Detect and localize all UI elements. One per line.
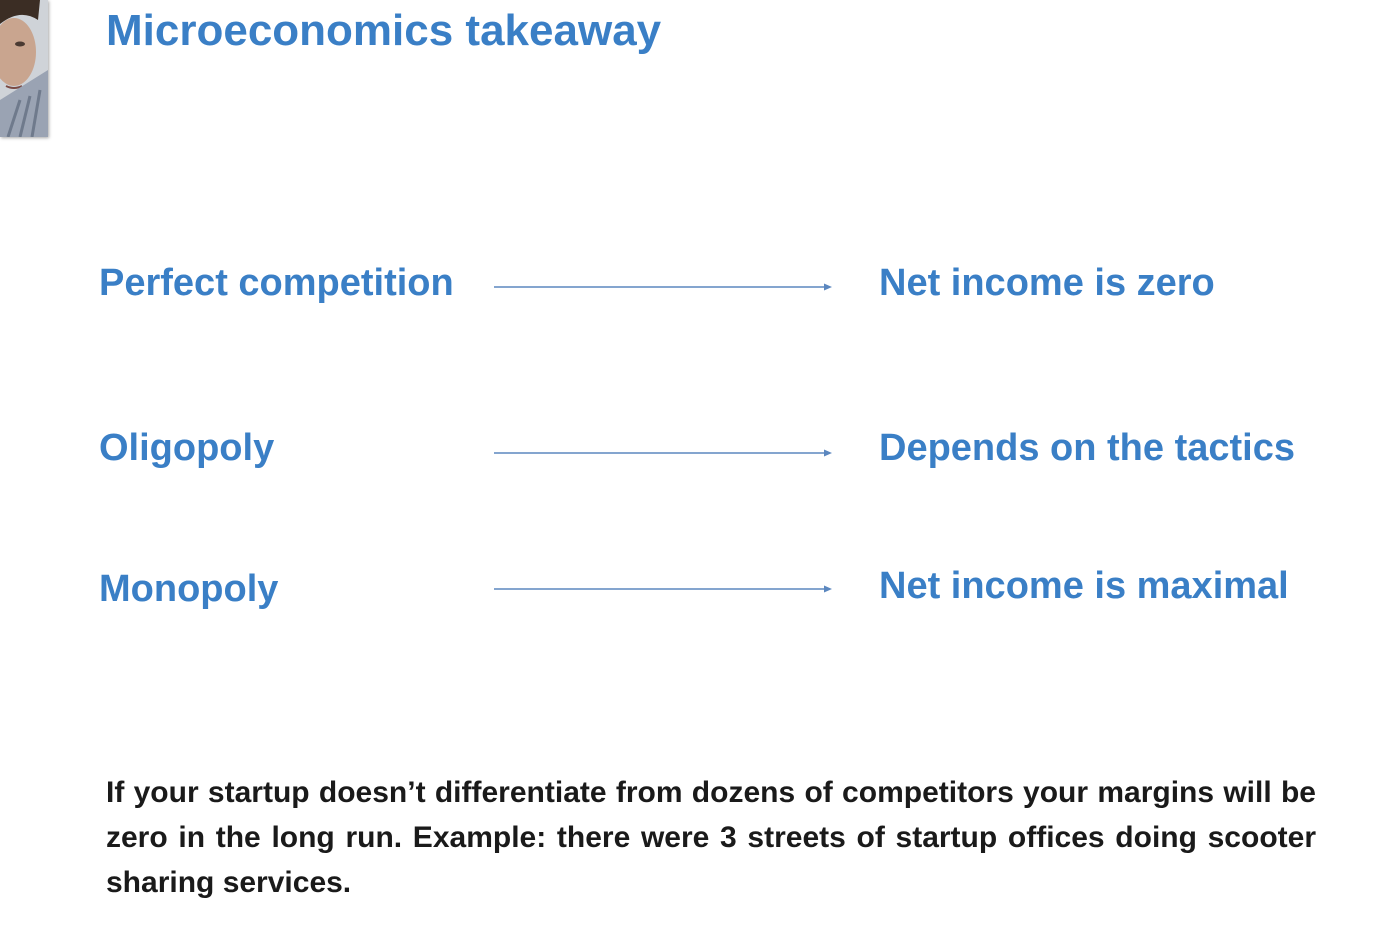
right-arrow-icon	[494, 585, 832, 593]
right-arrow-icon	[494, 449, 832, 457]
outcome-label: Net income is zero	[879, 262, 1215, 304]
market-structure-label: Monopoly	[99, 568, 279, 610]
outcome-label: Net income is maximal	[879, 565, 1289, 607]
startup-takeaway-text: If your startup doesn’t differentiate fr…	[106, 776, 1316, 899]
market-row: Oligopoly Depends on the tactics	[0, 427, 1382, 487]
market-row: Perfect competition Net income is zero	[0, 262, 1382, 322]
presenter-webcam	[0, 0, 48, 137]
right-arrow-icon	[494, 283, 832, 291]
market-row: Monopoly Net income is maximal	[0, 565, 1382, 625]
outcome-label: Depends on the tactics	[879, 427, 1295, 469]
market-structure-label: Oligopoly	[99, 427, 275, 469]
slide-title: Microeconomics takeaway	[106, 6, 662, 55]
market-structure-label: Perfect competition	[99, 262, 454, 304]
